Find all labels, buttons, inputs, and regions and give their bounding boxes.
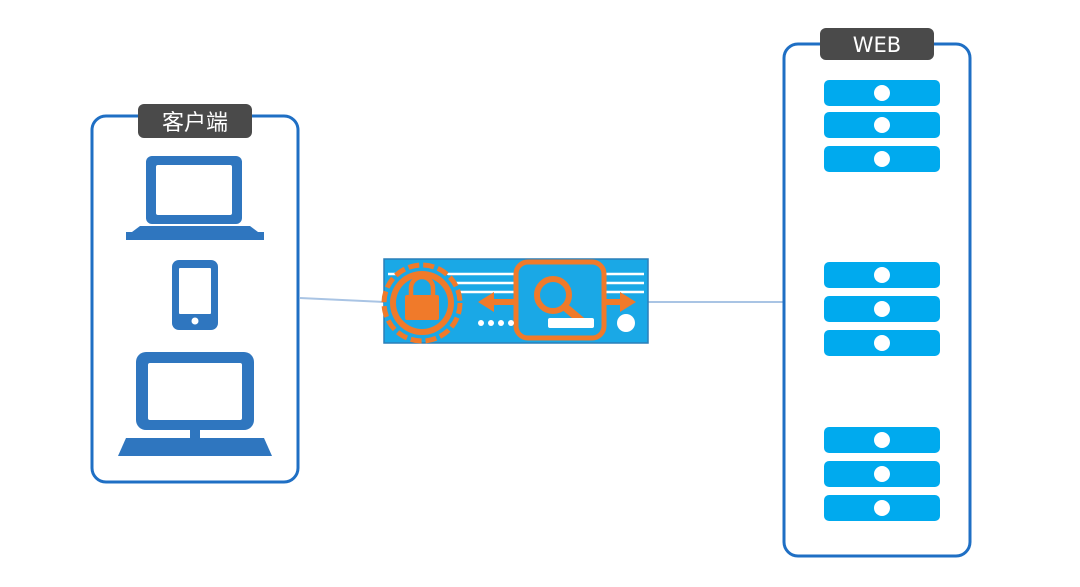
server-unit (824, 262, 940, 288)
arrow-right-icon (602, 292, 636, 312)
server-unit (824, 146, 940, 172)
server-unit (824, 80, 940, 106)
server-group-label: WEB (853, 33, 901, 57)
server-unit (824, 495, 940, 521)
client-gateway-link (299, 297, 385, 303)
server-unit (824, 112, 940, 138)
arrow-left-icon (478, 292, 514, 312)
gateway-appliance (381, 258, 649, 344)
smartphone-icon (172, 260, 218, 330)
desktop-monitor-icon (118, 352, 272, 456)
server-rack (824, 80, 940, 172)
server-unit (824, 461, 940, 487)
server-group-label-bg (820, 28, 934, 60)
server-rack (824, 427, 940, 521)
server-group: WEB (782, 28, 972, 558)
server-unit (824, 330, 940, 356)
laptop-icon (126, 156, 264, 240)
status-lights (478, 320, 514, 326)
server-unit (824, 296, 940, 322)
power-button-icon (617, 314, 635, 332)
client-group-label: 客户端 (162, 111, 228, 136)
padlock-gear-icon (381, 262, 463, 344)
gateway-slot (548, 318, 594, 328)
client-group-label-bg (138, 104, 252, 138)
server-unit (824, 427, 940, 453)
client-group: 客户端 (90, 104, 300, 484)
server-rack (824, 262, 940, 356)
